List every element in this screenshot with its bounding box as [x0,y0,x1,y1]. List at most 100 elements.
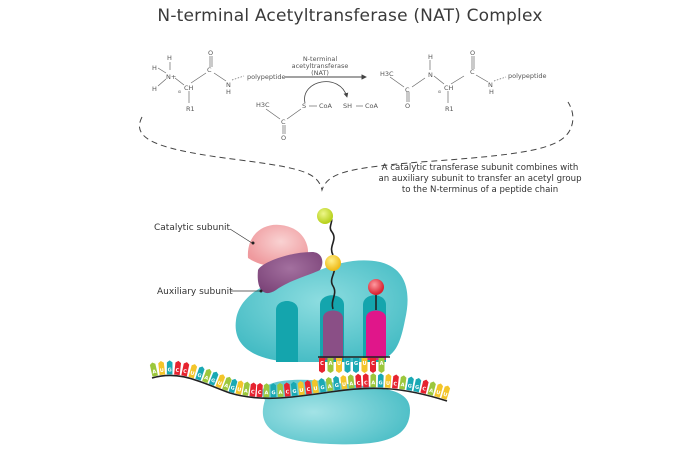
mrna-base: C [362,373,369,388]
description-line: an auxiliary subunit to transfer an acet… [378,174,581,184]
base-letter: A [265,390,269,396]
base-letter: G [378,380,382,386]
auxiliary-subunit-label: Auxiliary subunit [157,287,233,297]
mrna-base: U [441,385,451,400]
base-letter: U [160,368,165,374]
base-letter: U [313,386,318,393]
description-line: to the N-terminus of a peptide chain [402,185,558,195]
base-letter: G [196,372,202,379]
base-letter: U [442,392,448,399]
atom-ch: CH [184,84,194,92]
peptide-chain [329,214,335,256]
dashed-brace [139,101,574,192]
base-letter: U [386,381,390,387]
atom-h3c: H3C [256,101,270,109]
base-letter: C [182,369,187,376]
trna-base: U [336,358,342,373]
atom-h: H [167,54,172,62]
trna-base: A [327,358,334,373]
trna-base: U [361,358,368,373]
acetyl-coa-structure [265,105,363,134]
base-letter: A [329,361,333,367]
mrna-base: U [311,379,319,394]
mrna-base: U [297,381,305,396]
atom-c: C [281,118,286,126]
atom-h: H [428,53,433,61]
mrna-base: G [270,383,277,398]
product-structure [389,56,507,103]
base-letter: C [364,380,368,386]
mrna-base: A [347,374,355,389]
mrna-base: G [290,381,298,397]
polypeptide-label: polypeptide [508,72,547,80]
mrna-base: A [427,381,436,396]
mrna-base: G [166,360,173,375]
base-letter: U [189,370,195,377]
base-letter: U [237,387,242,394]
base-letter: A [327,384,332,391]
amino-acid-red [368,279,384,295]
atom-n: N [428,71,433,79]
base-letter: G [354,361,358,367]
atom-c: C [470,68,475,76]
reactant-structure [157,56,245,103]
atom-n: N [488,81,493,89]
mrna-base: A [370,373,377,388]
mrna-base: C [174,360,182,376]
base-letter: G [271,390,275,396]
atom-s: S [302,102,306,110]
base-letter: A [203,375,209,382]
atom-n-plus: N+ [166,73,176,81]
base-letter: A [380,361,384,367]
coa-label: CoA [365,102,379,110]
mrna-base: C [249,382,257,397]
base-letter: G [292,389,297,395]
page-title: N-terminal Acetyltransferase (NAT) Compl… [157,6,543,26]
mrna-base: G [208,371,219,386]
mrna-base: A [202,369,212,384]
base-letter: C [320,361,324,367]
trna-base: G [344,358,351,373]
mrna-strand [151,374,448,402]
mrna-base: A [277,382,284,398]
mrna-base: A [399,375,407,390]
auxiliary-subunit [257,252,323,294]
mrna-base: C [304,380,312,395]
mrna-base: U [158,360,166,376]
base-letter: A [371,380,375,386]
ribosome-e-site [276,301,298,362]
base-letter: C [306,387,311,393]
leader-dot [251,241,255,245]
amino-acid-green [317,208,333,224]
description-line: A catalytic transferase subunit combines… [382,163,579,173]
base-letter: G [414,384,419,391]
trna-base: A [378,358,385,373]
mrna-base: C [420,379,429,394]
base-letter: U [337,361,341,367]
atom-o: O [405,102,410,110]
mrna-base: A [222,376,232,391]
curved-arrow [304,81,349,104]
mrna-base: G [333,376,341,391]
base-letter: G [168,367,172,373]
base-letter: U [342,382,347,388]
alpha-label: α [178,90,181,95]
base-letter: C [251,389,256,395]
mrna-base: C [283,382,291,397]
mrna-base: C [392,374,399,389]
atom-ch: CH [444,84,454,92]
base-letter: G [320,385,325,392]
enzyme-label: (NAT) [311,69,329,77]
base-letter: C [371,361,375,367]
base-letter: U [299,388,304,394]
atom-n: N [226,81,231,89]
atom-r1: R1 [186,105,195,113]
base-letter: A [152,369,157,376]
mrna-base: A [242,381,250,396]
base-letter: C [258,390,262,396]
base-letter: A [400,382,405,389]
catalytic-subunit-label: Catalytic subunit [154,223,231,233]
enzyme-label: N-terminal [303,55,338,63]
coa-label: CoA [319,102,333,110]
